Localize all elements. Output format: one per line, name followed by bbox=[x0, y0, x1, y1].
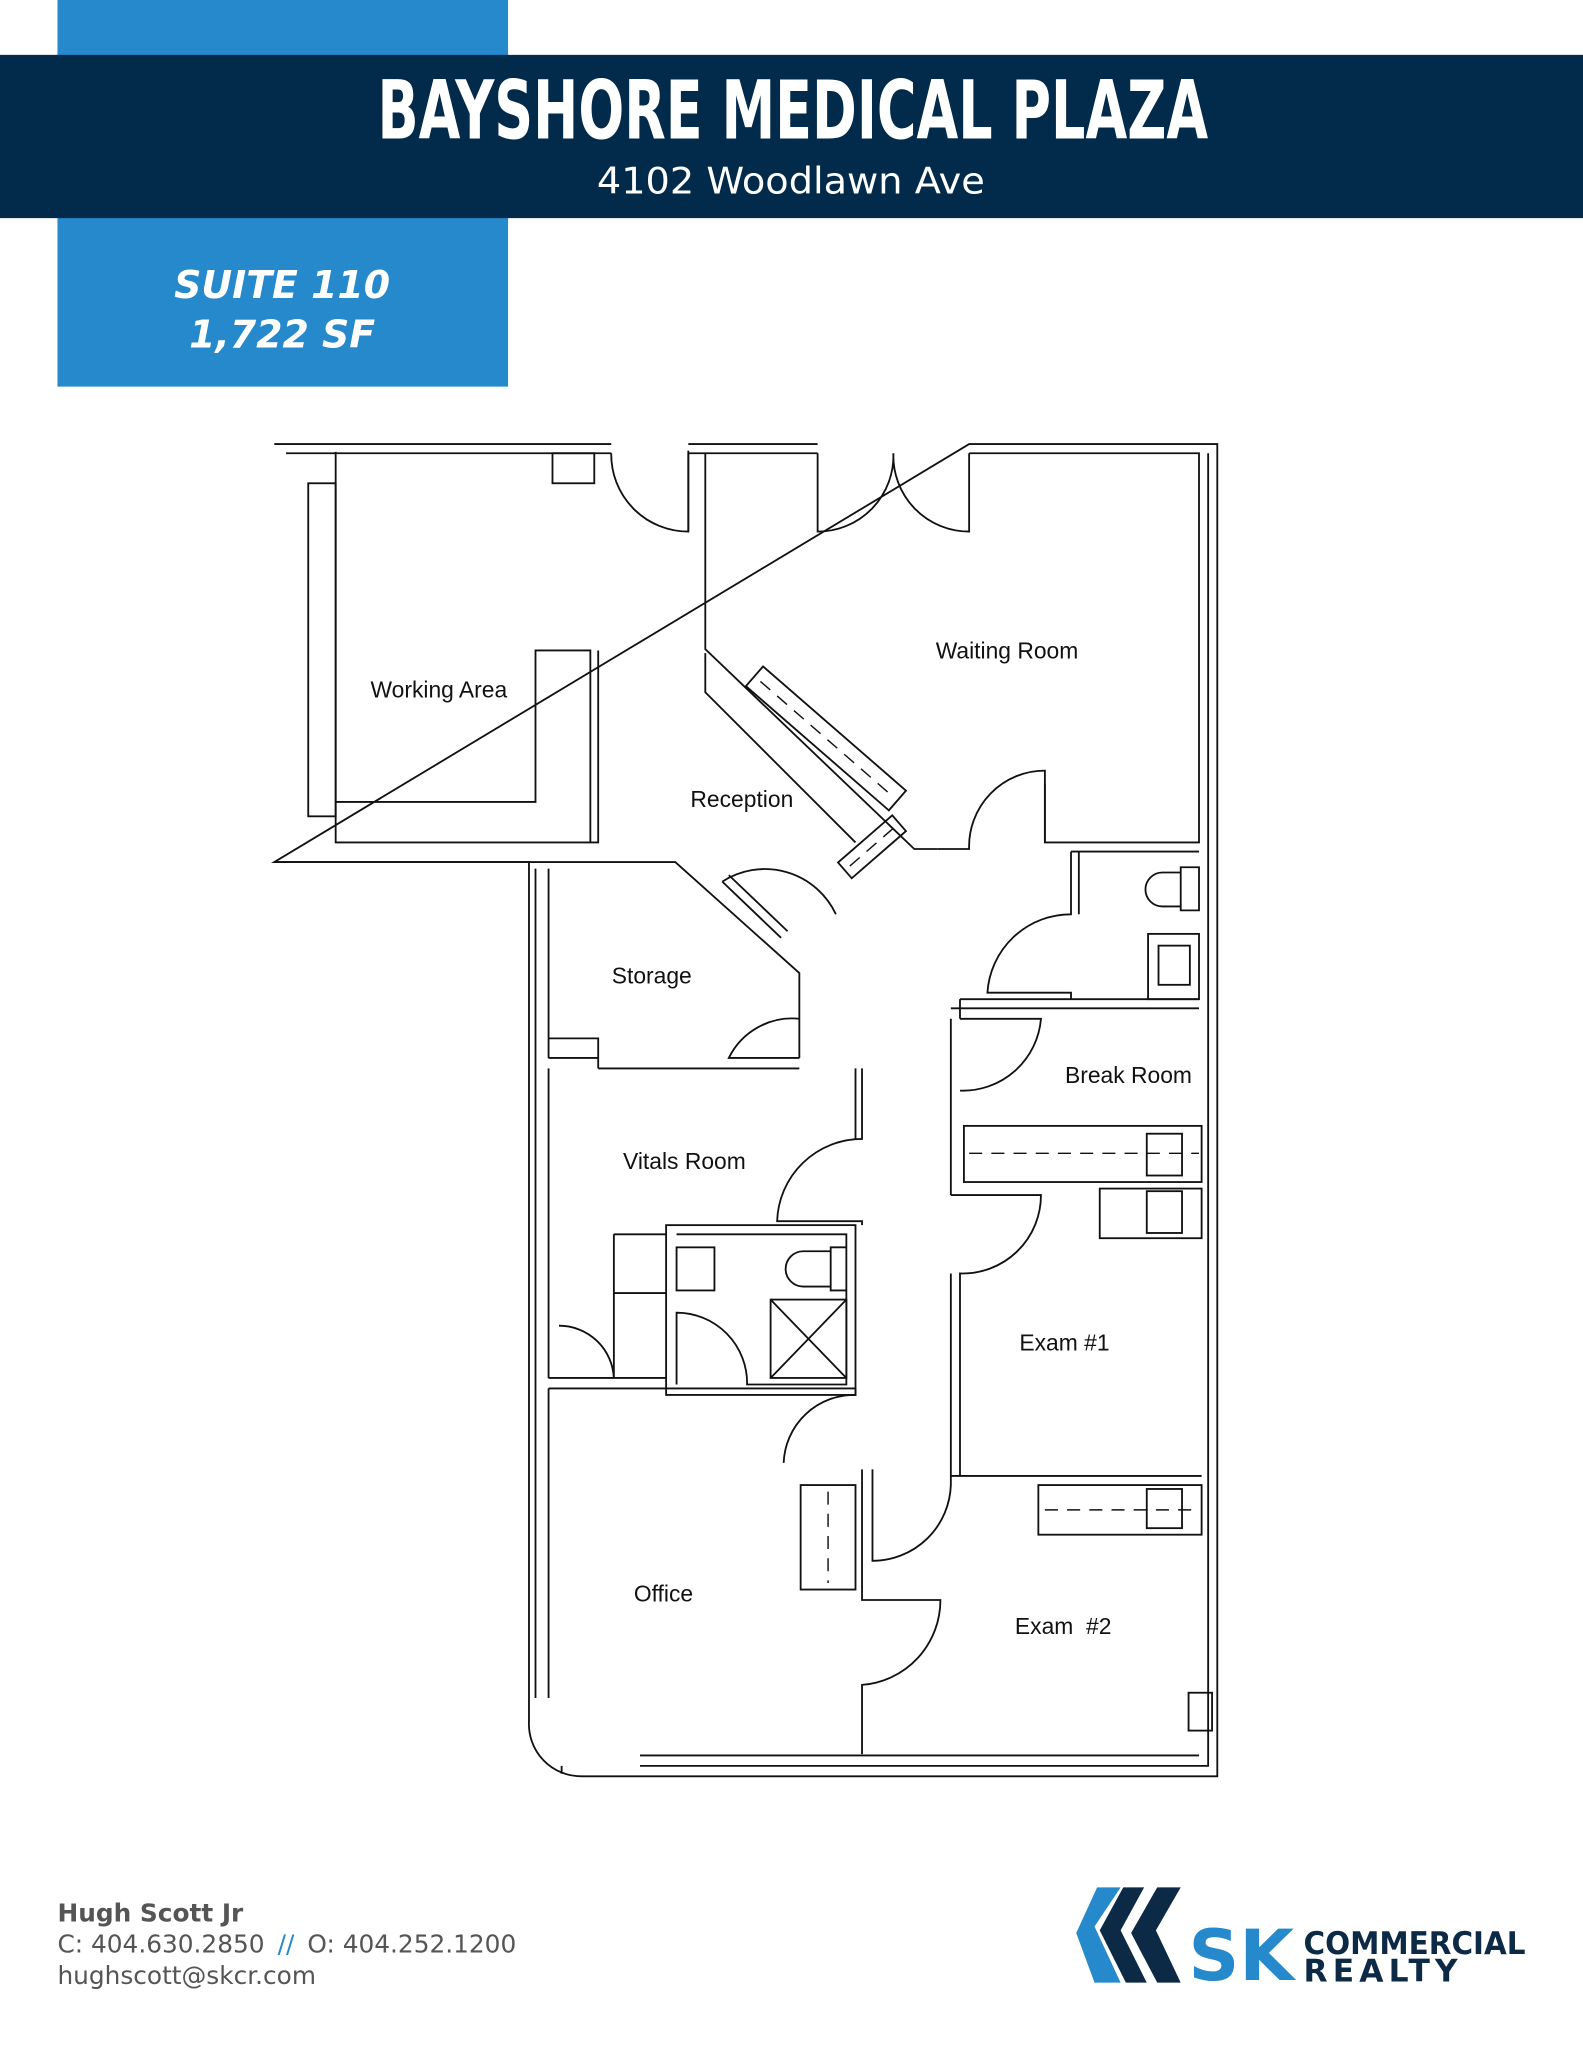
room-label-waiting-room: Waiting Room bbox=[936, 637, 1079, 663]
room-label-storage: Storage bbox=[612, 963, 692, 989]
room-label-exam-1: Exam #1 bbox=[1019, 1330, 1109, 1356]
floor-plan: Working Area Waiting Room Reception Stor… bbox=[270, 443, 1219, 1778]
contact-name: Hugh Scott Jr bbox=[57, 1898, 244, 1927]
building-title: BAYSHORE MEDICAL PLAZA bbox=[377, 64, 1208, 158]
room-label-exam-2: Exam #2 bbox=[1015, 1613, 1112, 1639]
logo-line2: REALTY bbox=[1303, 1953, 1457, 1989]
cell-phone[interactable]: C: 404.630.2850 bbox=[57, 1930, 264, 1959]
header-band bbox=[0, 54, 1583, 219]
room-label-vitals-room: Vitals Room bbox=[623, 1148, 746, 1174]
contact-email[interactable]: hughscott@skcr.com bbox=[57, 1961, 316, 1990]
office-phone[interactable]: O: 404.252.1200 bbox=[307, 1930, 516, 1959]
phone-separator: // bbox=[278, 1930, 295, 1959]
room-label-working-area: Working Area bbox=[370, 676, 507, 702]
suite-number: SUITE 110 bbox=[174, 263, 390, 307]
logo-line1: COMMERCIAL bbox=[1303, 1926, 1525, 1962]
room-label-break-room: Break Room bbox=[1065, 1062, 1192, 1088]
logo-mark: SK bbox=[1189, 1915, 1297, 1997]
room-label-office: Office bbox=[634, 1580, 693, 1606]
room-label-reception: Reception bbox=[690, 786, 793, 812]
suite-area: 1,722 SF bbox=[189, 312, 375, 356]
building-address: 4102 Woodlawn Ave bbox=[597, 159, 985, 202]
contact-phones: C: 404.630.2850 // O: 404.252.1200 bbox=[57, 1930, 516, 1959]
sk-commercial-realty-logo: SK COMMERCIAL REALTY bbox=[1076, 1887, 1526, 1997]
